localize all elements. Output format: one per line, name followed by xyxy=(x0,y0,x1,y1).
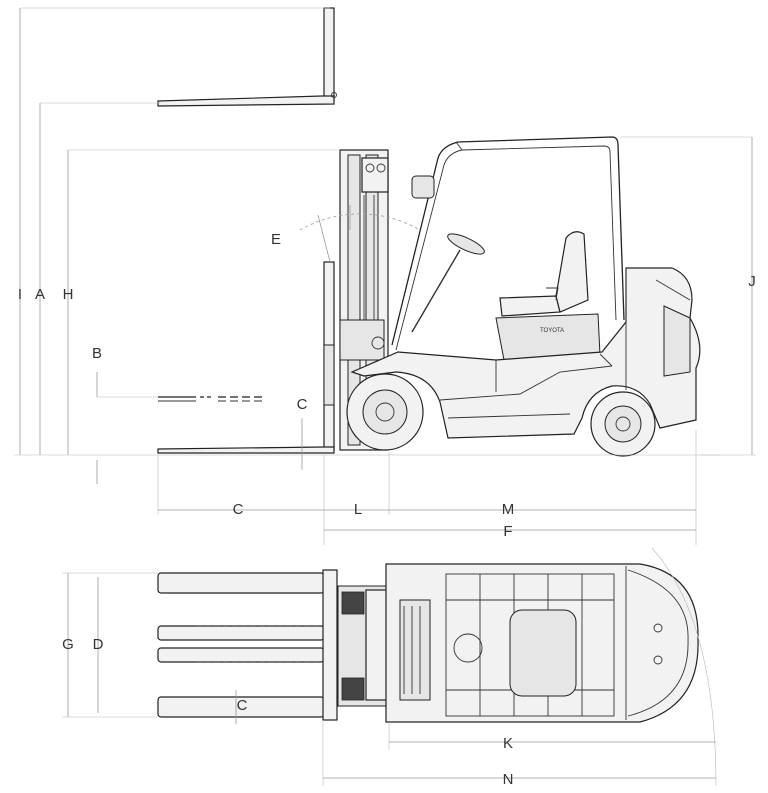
counterweight-bolt-icon xyxy=(653,655,663,665)
fork-position-b xyxy=(158,396,266,402)
label-n: N xyxy=(503,771,514,788)
side-view: TOYOTA xyxy=(157,7,720,457)
lowered-fork xyxy=(157,261,335,454)
chassis xyxy=(350,267,701,439)
dimension-labels: I A H B C E J C L M F G D C K N xyxy=(18,231,756,788)
label-c-fork-width: C xyxy=(237,697,248,714)
label-k: K xyxy=(503,735,513,752)
label-d: D xyxy=(93,636,104,653)
label-f: F xyxy=(503,523,512,540)
top-forks xyxy=(157,572,325,718)
label-c-fork-thickness: C xyxy=(297,396,308,413)
label-c-fork-length: C xyxy=(233,501,244,518)
label-l: L xyxy=(354,501,362,518)
label-i: I xyxy=(18,286,22,303)
top-overhead-guard xyxy=(399,573,615,717)
raised-fork xyxy=(157,7,337,107)
top-carriage xyxy=(322,569,338,721)
top-mast xyxy=(337,585,389,707)
cabin: TOYOTA xyxy=(391,136,625,361)
label-m: M xyxy=(502,501,515,518)
brand-label: TOYOTA xyxy=(540,328,564,334)
label-b: B xyxy=(92,345,102,362)
front-wheel xyxy=(346,373,424,451)
counterweight-bolt-icon xyxy=(653,623,663,633)
top-view xyxy=(157,547,717,787)
turning-radius-arc xyxy=(651,547,717,787)
label-j: J xyxy=(748,273,756,290)
label-e: E xyxy=(271,231,281,248)
side-dimensions xyxy=(14,7,756,545)
top-dimensions xyxy=(62,572,716,786)
label-h: H xyxy=(63,286,74,303)
rear-wheel xyxy=(590,391,656,457)
label-g: G xyxy=(62,636,74,653)
tilt-angle-arc xyxy=(299,205,421,263)
label-a: A xyxy=(35,286,45,303)
